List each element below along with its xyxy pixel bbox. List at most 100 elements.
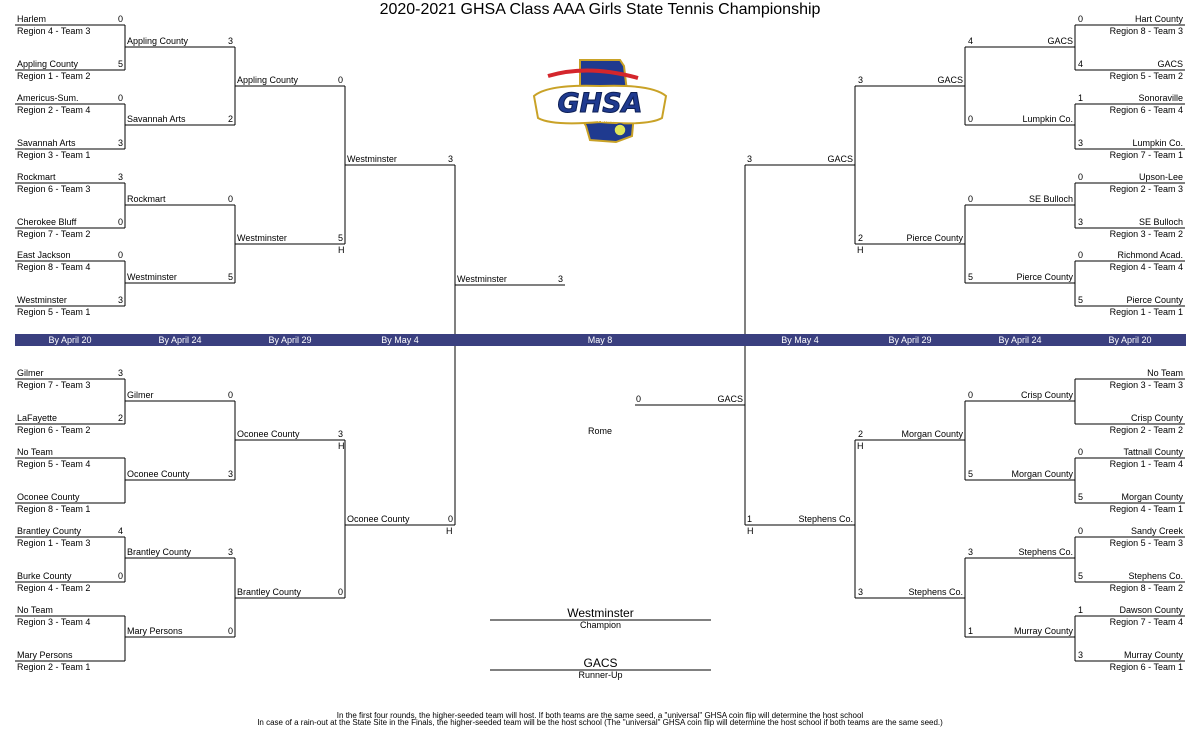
team-score: 0: [337, 587, 343, 597]
team-score: 1: [1078, 93, 1084, 103]
team-name: Stephens Co.: [798, 514, 853, 524]
team-name: Brantley County: [127, 547, 192, 557]
team-score: 2: [858, 429, 864, 439]
team-name: Stephens Co.: [1128, 571, 1183, 581]
team-name: SE Bulloch: [1028, 194, 1073, 204]
team-score: 3: [447, 154, 453, 164]
team-name: Morgan County: [901, 429, 963, 439]
round-label: By April 20: [1108, 335, 1152, 345]
team-seed: Region 2 - Team 4: [17, 105, 91, 115]
team-name: Savannah Arts: [17, 138, 76, 148]
team-name: SE Bulloch: [1138, 217, 1183, 227]
team-seed: Region 4 - Team 3: [17, 26, 91, 36]
team-seed: Region 1 - Team 3: [17, 538, 91, 548]
team-seed: Region 6 - Team 1: [1109, 662, 1183, 672]
team-name: Lumpkin Co.: [1022, 114, 1073, 124]
team-score: 4: [117, 526, 123, 536]
runner-up-name: GACS: [583, 656, 618, 670]
team-score: 3: [117, 295, 123, 305]
team-name: Crisp County: [1020, 390, 1073, 400]
round-label: By April 29: [888, 335, 932, 345]
team-seed: Region 8 - Team 2: [1109, 583, 1183, 593]
team-name: Appling County: [17, 59, 79, 69]
round-label: By April 29: [268, 335, 312, 345]
team-score: 5: [968, 272, 974, 282]
team-name: Stephens Co.: [908, 587, 963, 597]
team-name: No Team: [17, 605, 53, 615]
team-score: 3: [117, 172, 123, 182]
team-seed: Region 7 - Team 1: [1109, 150, 1183, 160]
team-score: 5: [337, 233, 343, 243]
team-score: 3: [227, 469, 233, 479]
team-seed: Region 8 - Team 4: [17, 262, 91, 272]
team-name: Dawson County: [1119, 605, 1183, 615]
team-score: 0: [1078, 526, 1084, 536]
page-title: 2020-2021 GHSA Class AAA Girls State Ten…: [379, 1, 821, 18]
ghsa-tennis-logo: GHSA TENNIS: [528, 56, 672, 146]
team-score: 5: [117, 59, 123, 69]
team-name: LaFayette: [17, 413, 58, 423]
team-score: 0: [447, 514, 453, 524]
team-name: Burke County: [17, 571, 72, 581]
team-score: 3: [1078, 138, 1084, 148]
team-seed: Region 8 - Team 1: [17, 504, 91, 514]
team-score: 0: [117, 93, 123, 103]
team-score: 3: [117, 368, 123, 378]
team-score: 3: [117, 138, 123, 148]
team-score: 3: [227, 36, 233, 46]
team-score: 2: [117, 413, 123, 423]
team-seed: Region 7 - Team 4: [1109, 617, 1183, 627]
team-name: No Team: [1147, 368, 1183, 378]
team-seed: Region 2 - Team 2: [1109, 425, 1183, 435]
team-seed: Region 2 - Team 1: [17, 662, 91, 672]
team-name: Pierce County: [906, 233, 963, 243]
team-name: Morgan County: [1121, 492, 1183, 502]
host-marker: H: [446, 526, 453, 536]
champion-label: Champion: [579, 620, 622, 630]
team-score: 0: [968, 194, 974, 204]
team-name: Sonoraville: [1138, 93, 1183, 103]
team-score: 5: [1078, 571, 1084, 581]
team-seed: Region 5 - Team 3: [1109, 538, 1183, 548]
team-score: 1: [747, 514, 753, 524]
team-score: 0: [117, 217, 123, 227]
team-name: Mary Persons: [127, 626, 183, 636]
team-score: 0: [968, 390, 974, 400]
team-score: 5: [227, 272, 233, 282]
team-score: 0: [1078, 250, 1084, 260]
team-seed: Region 4 - Team 4: [1109, 262, 1183, 272]
team-score: 1: [968, 626, 974, 636]
round-label: By May 4: [381, 335, 419, 345]
team-seed: Region 1 - Team 2: [17, 71, 91, 81]
team-name: Oconee County: [237, 429, 300, 439]
team-name: Cherokee Bluff: [17, 217, 77, 227]
team-name: No Team: [17, 447, 53, 457]
round-label: By April 24: [158, 335, 202, 345]
team-score: 3: [858, 587, 864, 597]
team-name: Savannah Arts: [127, 114, 186, 124]
team-name: Appling County: [127, 36, 189, 46]
team-seed: Region 1 - Team 1: [1109, 307, 1183, 317]
team-seed: Region 5 - Team 2: [1109, 71, 1183, 81]
team-seed: Region 1 - Team 4: [1109, 459, 1183, 469]
team-seed: Region 7 - Team 2: [17, 229, 91, 239]
team-name: Sandy Creek: [1130, 526, 1183, 536]
team-name: Richmond Acad.: [1117, 250, 1183, 260]
team-score: 4: [1078, 59, 1084, 69]
team-score: 3: [968, 547, 974, 557]
team-score: 3: [1078, 650, 1084, 660]
team-name: Harlem: [17, 14, 47, 24]
team-score: 0: [1078, 14, 1084, 24]
team-score: 0: [117, 14, 123, 24]
team-name: Lumpkin Co.: [1132, 138, 1183, 148]
team-name: Westminster: [17, 295, 67, 305]
team-seed: Region 6 - Team 4: [1109, 105, 1183, 115]
team-name: Crisp County: [1130, 413, 1183, 423]
host-marker: H: [338, 441, 345, 451]
team-score: 2: [227, 114, 233, 124]
team-score: 0: [1078, 172, 1084, 182]
round-label: May 8: [587, 335, 613, 345]
team-seed: Region 3 - Team 1: [17, 150, 91, 160]
